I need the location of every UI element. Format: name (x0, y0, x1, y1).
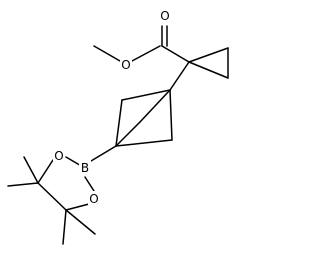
bond-bcp-middle-bridge-b (115, 121, 141, 147)
atom-label-carbonyl-oxygen: O (159, 8, 171, 24)
bond-alkoxy-oxygen-to-carbonyl-carbon (131, 45, 161, 62)
bond-bcp-right-vertical (169, 89, 173, 141)
bond-ring-carbon-to-ring-carbon (37, 182, 67, 211)
atom-label-alkoxy-oxygen: O (120, 57, 132, 73)
bond-lower-oxygen-to-ring-carbon (65, 203, 90, 211)
bond-methyl-upper-carbon-up (23, 156, 39, 184)
atom-label-boronate-oxygen-lower-text: O (89, 192, 98, 206)
bond-methyl-to-alkoxy-oxygen (93, 45, 121, 62)
bond-cyclopropane-a (188, 47, 229, 63)
molecule-structure-diagram: O O B O O (7, 8, 229, 245)
bond-bcp-bottom-horizontal (115, 139, 173, 147)
atom-label-boronate-oxygen-upper: O (53, 148, 65, 164)
atom-label-boron: B (79, 160, 91, 176)
bond-bcp-middle-bridge-a (139, 89, 171, 123)
bond-carbonyl-carbon-to-cyclopropane (161, 45, 190, 63)
bond-methyl-lower-carbon-right (65, 209, 96, 235)
atom-label-boron-text: B (81, 161, 89, 175)
bond-bicyclopentane-to-boron (90, 145, 117, 162)
atom-label-boronate-oxygen-lower: O (88, 191, 100, 207)
atom-label-carbonyl-oxygen-text: O (160, 9, 169, 23)
bond-boron-to-lower-oxygen (84, 176, 95, 192)
atom-label-alkoxy-oxygen-text: O (121, 58, 130, 72)
bond-upper-oxygen-to-ring-carbon (37, 159, 54, 184)
bond-cyclopropane-to-bicyclopentane (169, 61, 190, 91)
bond-bcp-left-vertical (115, 99, 123, 147)
bond-bcp-top-left-horizontal (121, 89, 171, 101)
bond-methyl-lower-carbon-down (62, 209, 67, 245)
atom-label-boronate-oxygen-upper-text: O (54, 149, 63, 163)
bond-methyl-upper-carbon-left (7, 182, 39, 187)
bond-cyclopropane-c (188, 61, 229, 79)
